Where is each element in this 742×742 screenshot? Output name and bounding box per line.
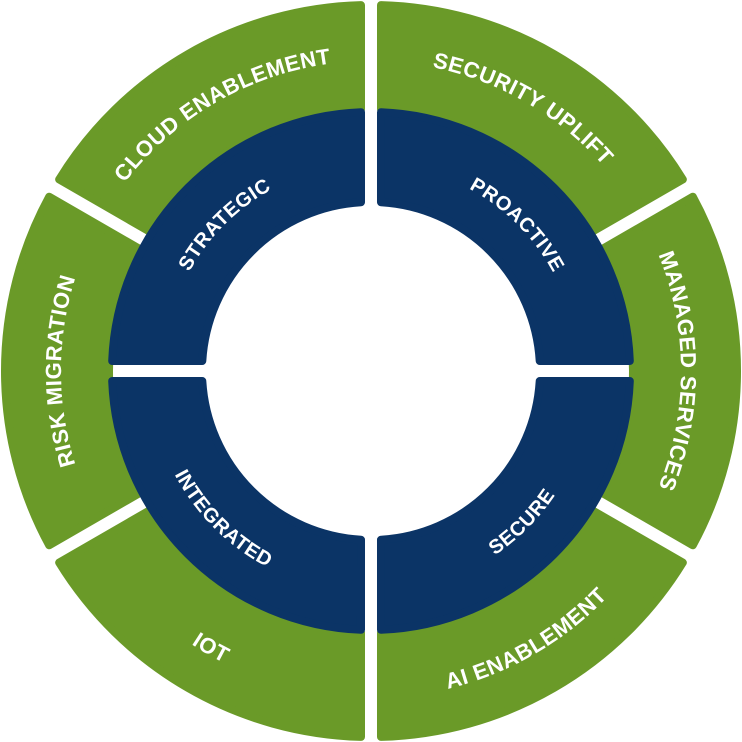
inner-segment — [376, 108, 634, 366]
outer-segment — [1, 192, 144, 550]
inner-segment — [376, 376, 634, 634]
inner-segment — [108, 108, 366, 366]
inner-segment — [108, 376, 366, 634]
outer-segment — [598, 192, 741, 550]
